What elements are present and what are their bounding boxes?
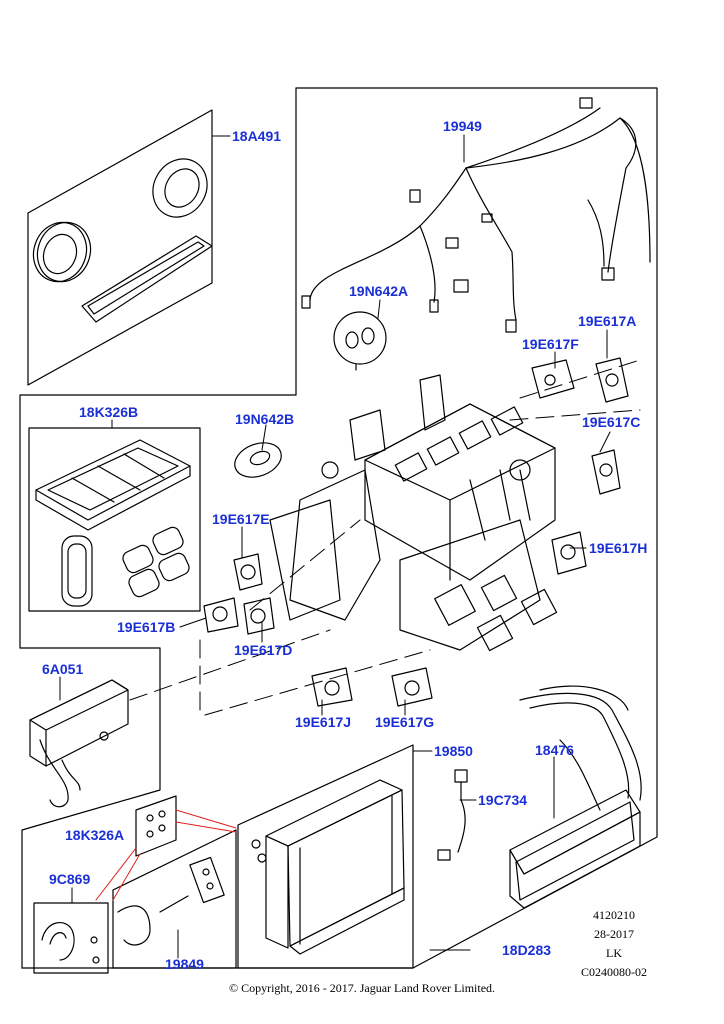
callout-19850[interactable]: 19850 [434, 743, 473, 759]
seal-strip [81, 235, 213, 323]
frame-gasket-kit [28, 427, 201, 612]
heater-core [509, 685, 642, 909]
actuator-19e617f [531, 359, 575, 399]
drawing-date: 28-2017 [594, 927, 634, 941]
filter-housing [29, 679, 129, 808]
callout-18476[interactable]: 18476 [535, 742, 574, 758]
seal-ring-left [32, 221, 92, 283]
seal-ring-right [152, 158, 208, 218]
frame-seal-kit [27, 109, 213, 386]
actuator-19e617d [243, 597, 275, 635]
actuator-19e617c [591, 449, 621, 495]
evaporator-core [251, 779, 405, 955]
drawing-number: 4120210 [593, 908, 635, 922]
frame-evaporator [237, 744, 414, 969]
drawing-initials: LK [606, 946, 622, 960]
actuator-19e617a [595, 357, 629, 403]
callout-19E617H[interactable]: 19E617H [589, 540, 648, 556]
temperature-sensor [437, 769, 468, 861]
gasket-oval [61, 535, 93, 607]
callout-19N642A[interactable]: 19N642A [349, 283, 409, 299]
callout-18K326A[interactable]: 18K326A [65, 827, 125, 843]
wiring-harness [301, 97, 651, 333]
callout-19E617J[interactable]: 19E617J [295, 714, 352, 730]
grommet-a [333, 311, 387, 371]
actuator-19e617j [311, 667, 353, 707]
callout-6A051[interactable]: 6A051 [42, 661, 84, 677]
gasket-quad [122, 526, 190, 598]
callout-19949[interactable]: 19949 [443, 118, 482, 134]
callout-19E617B[interactable]: 19E617B [117, 619, 176, 635]
frame-gasket-a [135, 795, 177, 857]
hvac-housing [269, 374, 558, 652]
callout-19E617G[interactable]: 19E617G [375, 714, 435, 730]
callout-19E617D[interactable]: 19E617D [234, 642, 293, 658]
copyright-notice: © Copyright, 2016 - 2017. Jaguar Land Ro… [228, 981, 496, 995]
o-ring-pipe [41, 922, 100, 964]
callout-9C869[interactable]: 9C869 [49, 871, 91, 887]
actuator-19e617h [551, 531, 587, 575]
leader-lines-red [95, 809, 237, 901]
callout-18A491[interactable]: 18A491 [232, 128, 282, 144]
actuator-19e617b [203, 597, 239, 633]
callout-19E617F[interactable]: 19E617F [522, 336, 579, 352]
actuator-19e617e [233, 553, 263, 591]
grommet-b [234, 442, 282, 478]
actuator-19e617g [391, 667, 433, 707]
callout-19E617C[interactable]: 19E617C [582, 414, 641, 430]
callout-18D283[interactable]: 18D283 [502, 942, 552, 958]
dashed-guides [129, 359, 641, 716]
drawing-code: C0240080-02 [581, 965, 647, 979]
gasket-frame-large [35, 439, 191, 531]
callout-19E617E[interactable]: 19E617E [212, 511, 270, 527]
callout-19C734[interactable]: 19C734 [478, 792, 528, 808]
callout-19N642B[interactable]: 19N642B [235, 411, 295, 427]
expansion-valve-kit [117, 856, 225, 946]
callout-19E617A[interactable]: 19E617A [578, 313, 637, 329]
drawing-reference: 4120210 28-2017 LK C0240080-02 [568, 906, 660, 982]
frame-o-ring [33, 902, 109, 974]
callout-19849[interactable]: 19849 [165, 956, 204, 972]
frame-valve-kit [112, 829, 237, 969]
callout-18K326B[interactable]: 18K326B [79, 404, 139, 420]
